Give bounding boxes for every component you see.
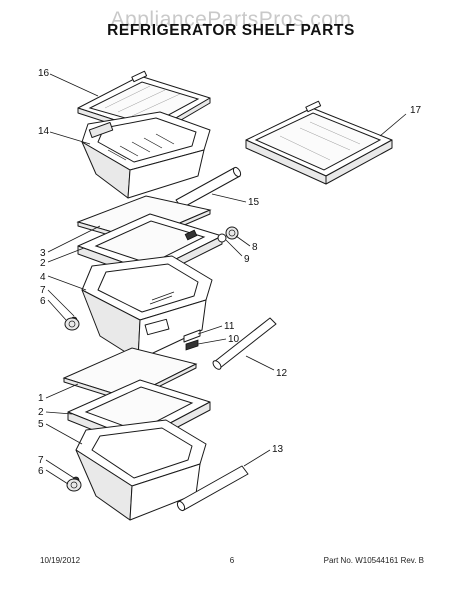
callout-7-upper: 7 — [40, 285, 46, 296]
callout-1: 1 — [38, 393, 44, 404]
part-6-bracket-upper — [64, 317, 80, 331]
part-12-rod — [212, 317, 277, 370]
callout-3: 3 — [40, 248, 46, 259]
callout-6-upper: 6 — [40, 296, 46, 307]
part-10-bracket — [185, 339, 199, 351]
footer-page-number: 6 — [230, 556, 235, 565]
callout-17: 17 — [410, 105, 422, 116]
callout-5: 5 — [38, 419, 44, 430]
callout-10: 10 — [228, 334, 240, 345]
part-5-crisper-drawer-lower — [75, 419, 207, 521]
part-9-knob-insert — [217, 233, 227, 243]
part-17-glass-shelf — [245, 100, 393, 185]
callout-9: 9 — [244, 254, 250, 265]
callout-7-lower: 7 — [38, 455, 44, 466]
callout-16: 16 — [38, 68, 50, 79]
footer-part-number: Part No. W10544161 Rev. B — [324, 556, 424, 565]
callout-2-upper: 2 — [40, 258, 46, 269]
callout-8: 8 — [252, 242, 258, 253]
leader-lines — [45, 73, 407, 485]
part-8-knob — [225, 226, 239, 240]
callout-2-lower: 2 — [38, 407, 44, 418]
callout-4: 4 — [40, 272, 46, 283]
part-13-rod — [176, 465, 249, 512]
callout-labels: 16 14 17 15 3 2 8 9 4 7 6 11 10 12 1 2 5… — [38, 68, 422, 477]
callout-14: 14 — [38, 126, 50, 137]
callout-12: 12 — [276, 368, 288, 379]
callout-6-lower: 6 — [38, 466, 44, 477]
part-11-clip — [183, 329, 201, 343]
callout-11: 11 — [224, 321, 235, 332]
callout-15: 15 — [248, 197, 260, 208]
part-6-bracket-lower — [66, 478, 82, 492]
footer-date: 10/19/2012 — [40, 556, 81, 565]
page-title: REFRIGERATOR SHELF PARTS — [107, 22, 355, 39]
watermark: AppliancePartsPros.com — [111, 8, 352, 31]
part-14-snack-drawer — [81, 111, 211, 199]
callout-13: 13 — [272, 444, 284, 455]
